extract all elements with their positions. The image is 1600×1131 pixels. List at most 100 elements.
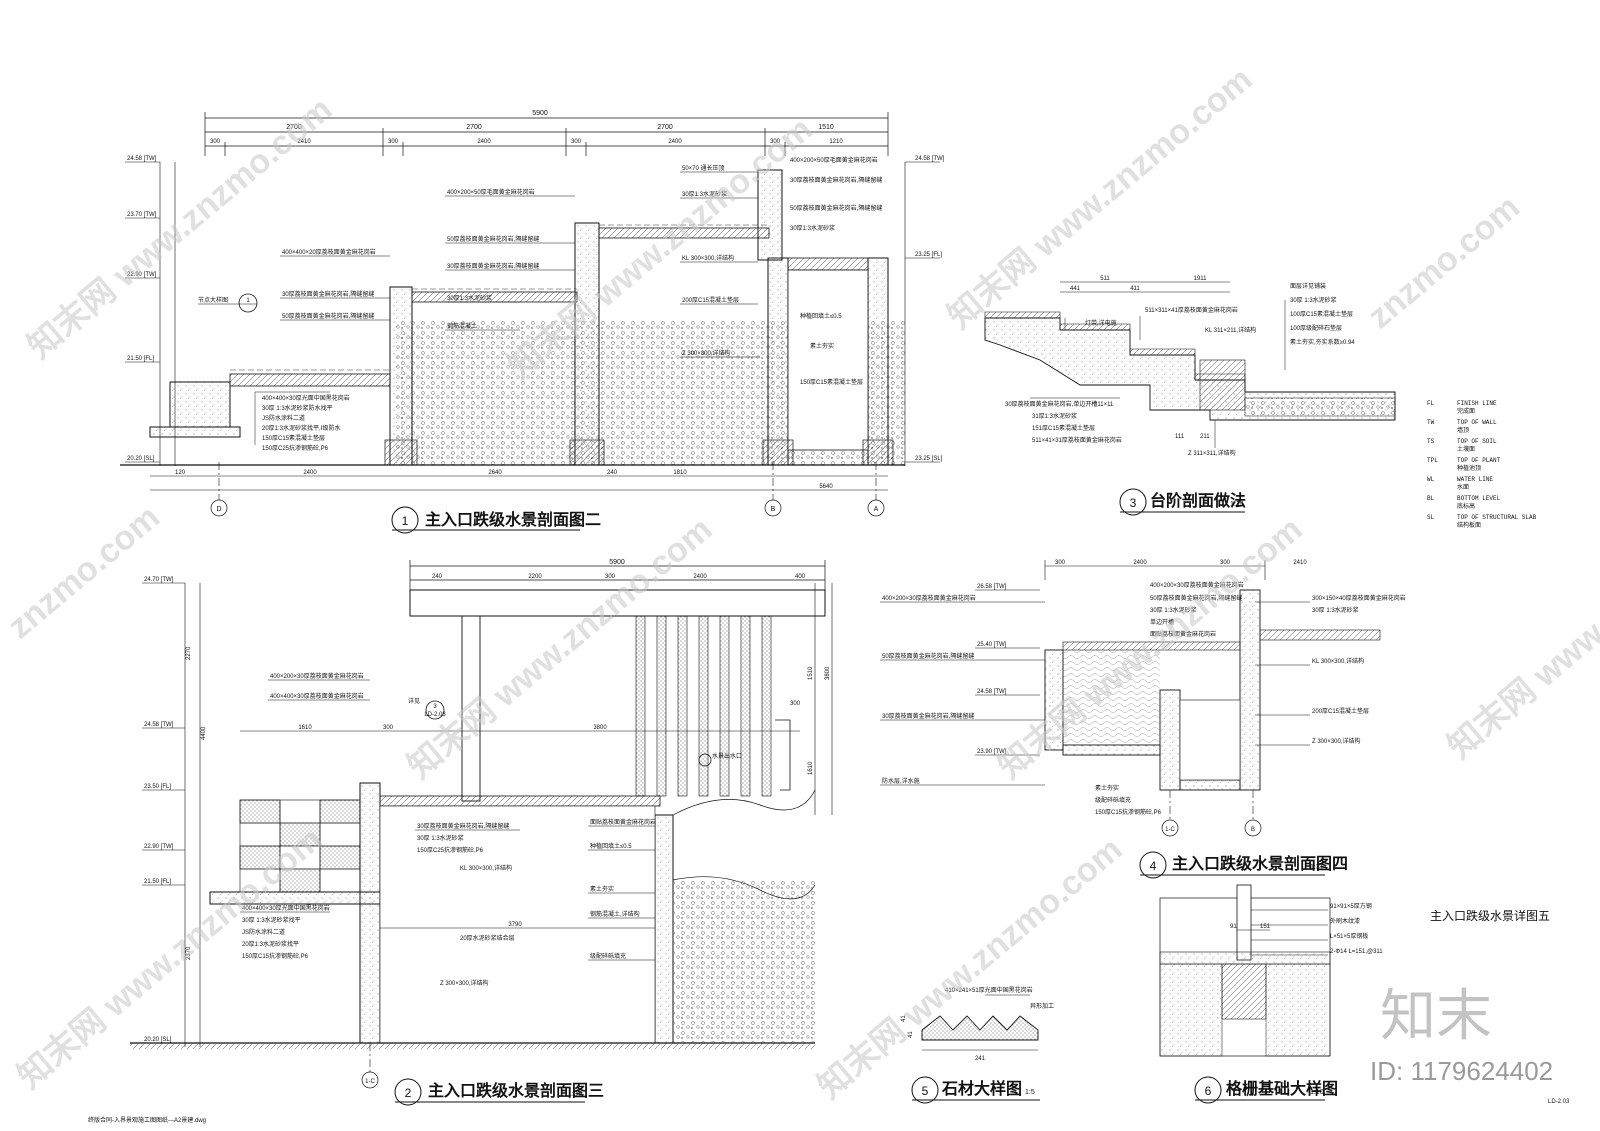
watermark: 知末网 www.znzmo.com [941,60,1260,336]
s1-level-r: 23.25 [FL] [915,252,942,258]
legend-item: TPL TOP OF PLANT 种植池顶 [1427,457,1501,472]
s2-scale: 1:31 [568,1091,582,1098]
s2-level: 23.50 [FL] [144,784,171,790]
s2-note: 级配碎砾填充 [590,952,626,960]
s2-note: 20厚1:3水泥砂浆找平 [242,940,299,948]
watermark: 知末网 www.znzmo.com [21,90,340,366]
s2-dim: 240 [432,574,443,580]
s1-dim-sub: 2410 [297,139,311,145]
s1-note: 50×70 通长压顶 [682,164,725,172]
legend-cn: 底标高 [1457,502,1475,510]
s1-note: 30厚荔枝面黄金麻花岗岩,隔缝留缝 [447,262,539,270]
s2-dim-right: 3800 [825,666,831,680]
s1-level: 22.90 [TW] [127,272,157,278]
grid-bubble-a [867,499,885,517]
s1-level-r: 24.58 [TW] [915,156,945,162]
s2-title: 主入口跌级水景剖面图三 [428,1081,604,1100]
s5-dim: 241 [975,1056,986,1062]
s2-note: 400×400×30厚光面中国黑花岗岩 [242,904,330,912]
s6-title-bubble [1194,1076,1222,1104]
s2-note: Z 300×300,详结构 [440,979,489,987]
s2-dim-left: 2270 [186,646,192,660]
s3-title-bubble [1119,488,1147,516]
s1-dim-bottom: 120 [175,470,186,476]
s1-note: 150厚C25抗渗钢筋砼,P6 [262,444,329,452]
s3-number: 3 [1130,496,1137,510]
s2-dim-left: 2370 [186,946,192,960]
s3-note: 151厚C15素混凝土垫层 [1032,424,1095,432]
s1-dim-top: 2700 [466,124,482,131]
s1-dim-bottom: 1810 [673,470,687,476]
legend-en: WATER LINE [1457,476,1493,483]
s1-dim-bottom: 240 [607,470,618,476]
image-id: ID: 1179624402 [1370,1056,1553,1086]
s4-title: 主入口跌级水景剖面图四 [1172,854,1348,873]
legend-item: SL TOP OF STRUCTURAL SLAB 结构板面 [1427,514,1537,529]
s3-note: 100厚级配碎石垫层 [1290,324,1342,332]
s2-dim-right: 300 [790,701,801,707]
s2-ref-label: 详见 [408,697,420,705]
s2-dim: 2200 [528,574,542,580]
s3-note: 511×41×31厚荔枝面黄金麻花岗岩 [1032,436,1122,444]
s2-note: 水景出水口 [712,752,742,760]
section-5-drawing: 410×241×51厚光面中国黑花岗岩 异形加工 241 41 41 5 石材大… [901,986,1054,1104]
s4-note: 素土夯实 [1095,784,1119,792]
abbreviation-legend: FL FINISH LINE 完成面 TW TOP OF WALL 墙顶 TS … [1427,400,1537,529]
s5-scale: 1:5 [1025,1089,1035,1096]
s1-dim-top: 2700 [657,124,673,131]
legend-abbr: FL [1427,400,1435,407]
s1-note: 30厚1:3水泥砂浆 [447,294,492,302]
s3-dim: 511 [1100,276,1110,282]
s2-level: 20.20 [SL] [144,1037,172,1043]
s1-grid: D [216,506,221,513]
s2-note: 400×400×30厚荔枝面黄金麻花岗岩 [270,692,364,700]
s2-note: KL 300×300,详结构 [460,864,512,872]
s1-level-r: 23.25 [SL] [915,456,943,462]
s3-note: 面层详见铺装 [1290,282,1326,290]
legend-abbr: SL [1427,514,1435,521]
s2-dim-bottom: 3790 [508,922,522,928]
s6-dim: 91 [1230,924,1237,930]
s2-dim-mid: 3800 [593,725,607,731]
s4-level: 25.40 [TW] [977,642,1007,648]
s4-note: 30厚 1:3水泥砂浆 [1312,606,1359,614]
s2-number: 2 [405,1086,412,1100]
s1-dim-sub: 300 [770,139,781,145]
s6-note: 91×91×5厚方钢 [1330,902,1372,910]
s2-total-dim: 5900 [609,559,625,566]
section-4-drawing: 300 2400 300 2410 26.58 [TW] 25.40 [TW] … [880,560,1406,879]
s5-note: 异形加工 [1030,1002,1054,1010]
s2-title-bubble [394,1078,422,1106]
s4-note: 防水层,详水施 [882,777,920,785]
s3-note: KL 311×211,详结构 [1205,326,1256,334]
s2-ref-bubble [425,700,445,720]
outlet-symbol [698,753,712,767]
s3-dim: 1911 [1194,276,1208,282]
s1-level: 24.58 [TW] [127,156,157,162]
s1-note: 30厚1:3水泥砂浆 [682,190,727,198]
section-3-drawing: 511 441 411 1911 灯带,详电施 511×311×41厚荔枝面黄金… [984,276,1396,516]
s7-title: 主入口跌级水景详图五 [1430,908,1550,923]
s4-title-bubble [1139,851,1167,879]
s2-note: 150厚C25抗渗钢筋砼,P6 [417,846,484,854]
watermark: 知末网 www.znzmo.com [401,510,720,786]
s3-title: 台阶剖面做法 [1150,491,1246,510]
s1-note: 400×400×30厚光面中国黑花岗岩 [262,394,350,402]
s1-note: 30厚荔枝面黄金麻花岗岩,隔缝留缝 [282,290,374,298]
legend-en: TOP OF STRUCTURAL SLAB [1457,514,1537,521]
s4-note: 200厚C15混凝土垫层 [1312,707,1369,715]
legend-cn: 结构板面 [1457,521,1481,529]
section-6-drawing: 91×91×5厚方钢 外刷木纹漆 L×51×5厚钢板 2-Φ14 L=151,@… [1159,884,1383,1104]
legend-en: TOP OF WALL [1457,419,1497,426]
legend-en: BOTTOM LEVEL [1457,495,1501,502]
legend-abbr: WL [1427,476,1435,483]
legend-abbr: TW [1427,419,1435,426]
section-1-drawing: 5900 2700 2700 2700 1510 300 2410 300 24… [120,110,945,534]
legend-item: FL FINISH LINE 完成面 [1427,400,1497,415]
s4-level: 23.90 [TW] [977,749,1007,755]
s4-note: Z 300×300,详结构 [1312,737,1361,745]
s2-note: 钢筋混凝土,详结构 [590,910,640,918]
s4-level: 24.58 [TW] [977,689,1007,695]
s2-note: 种植回填土≤0.5 [590,842,632,850]
